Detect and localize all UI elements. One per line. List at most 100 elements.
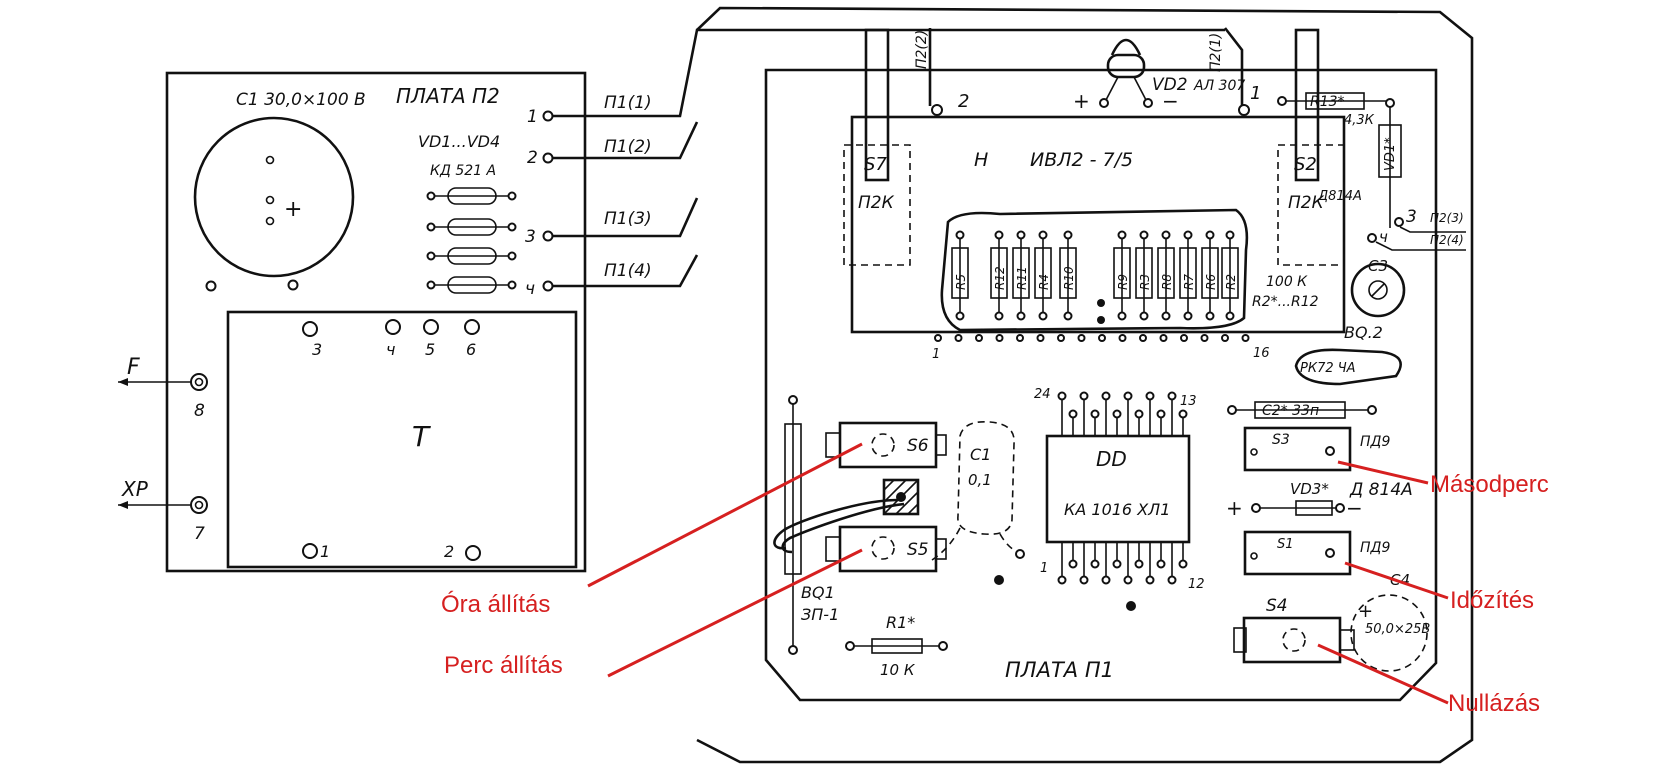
f-label: F: [127, 355, 140, 380]
wire-label-p1-1: П1(1): [604, 93, 652, 113]
conn-1-label: 1: [932, 347, 940, 362]
bq1-type: ЗП-1: [801, 605, 839, 624]
r1-label: R1*: [886, 613, 915, 632]
connector-pin: [1221, 334, 1229, 342]
resistor-label: R12: [993, 266, 1007, 290]
vd1-type: Д814А: [1317, 189, 1362, 204]
c1-p1-label: C1: [970, 445, 991, 464]
connector-pin: [975, 334, 983, 342]
dd-pin: [1178, 409, 1188, 436]
crystal-bq2: РК72 ЧА: [1294, 348, 1402, 386]
resistor-r5: R5: [951, 230, 969, 321]
dd-pin: [1090, 409, 1100, 436]
resistor-r10: R10: [1059, 230, 1077, 321]
connector-pin: [1159, 334, 1168, 342]
c1-p1-value: 0,1: [968, 471, 992, 489]
dd-pin: [1178, 542, 1188, 569]
vd3-plus: +: [1226, 496, 1243, 520]
diode-vd4: [426, 276, 517, 294]
s3-label: S3: [1272, 432, 1290, 448]
wire-label-p2-3: П2(3): [1430, 211, 1464, 225]
s7-label: S7: [864, 154, 887, 175]
board-p2-title: ПЛАТА П2: [396, 84, 500, 108]
wire-label-p2-1: П2(1): [1208, 33, 1224, 72]
resistor-label: R11: [1015, 266, 1029, 290]
diode-vd1-p1: VD1* Д814А: [1317, 107, 1402, 228]
dd-pin: [1123, 391, 1133, 436]
diodes-type: КД 521 А: [430, 163, 496, 179]
dd-pin: [1057, 542, 1067, 585]
button-s3: S3 ПД9: [1243, 426, 1390, 472]
pad-2-label: 2: [958, 91, 969, 112]
res-range: R2*...R12: [1252, 294, 1319, 310]
diode-vd3: [426, 247, 517, 265]
c2-label: C2* 33п: [1262, 403, 1319, 419]
t-pin-4: ч: [386, 340, 395, 359]
dd-pin: [1156, 409, 1166, 436]
capacitor-c1-body: [193, 116, 355, 278]
switch-s2: [1277, 144, 1345, 266]
c3-label: C3: [1368, 257, 1388, 275]
switch-s7: [843, 144, 911, 266]
diodes-label: VD1...VD4: [418, 132, 500, 151]
s1-label: S1: [1277, 537, 1294, 552]
capacitor-c1-p1: C1 0,1: [931, 420, 1025, 561]
s5-label: S5: [907, 540, 929, 560]
xp-label: XP: [121, 477, 149, 501]
vd3-type: Д 814А: [1349, 480, 1413, 500]
c4-plus: +: [1358, 601, 1373, 622]
resistor-r6: R6: [1201, 230, 1219, 321]
connector-pin: [1180, 334, 1188, 342]
annotations: Másodperc Időzítés Nullázás Óra állítás …: [441, 442, 1549, 717]
t-pin-6: 6: [466, 340, 476, 359]
resistor-r8: R8: [1157, 230, 1175, 321]
resistor-label: R3: [1138, 274, 1152, 290]
transformer-label: T: [412, 420, 431, 453]
dd-pins-bottom: [1057, 542, 1188, 585]
s2-type: П2К: [1288, 193, 1325, 213]
r1-value: 10 К: [880, 661, 916, 679]
display-connector-pins: [934, 334, 1250, 342]
dd-pin-13: 13: [1180, 394, 1197, 409]
p2-pin-1-label: 1: [527, 107, 538, 127]
resistor-r3: R3: [1135, 230, 1153, 321]
connector-pin: [995, 334, 1004, 342]
wire-label-p2-2: П2(2): [914, 30, 930, 69]
wire-label-p1-3: П1(3): [604, 209, 652, 229]
resistor-r9: R9: [1113, 230, 1131, 321]
arrow-nullazas: [1317, 643, 1449, 705]
dd-pin: [1156, 542, 1166, 569]
resistor-r7: R7: [1179, 230, 1197, 321]
dd-pin-1: 1: [1040, 561, 1048, 576]
piezo-bq1: BQ1 ЗП-1: [784, 395, 839, 655]
pad-4-label: ч: [1379, 228, 1388, 246]
t-pin-3: 3: [312, 340, 322, 359]
resistor-label: R9: [1116, 274, 1130, 290]
capacitor-c2: C2* 33п: [1227, 401, 1377, 419]
vd3-label: VD3*: [1290, 480, 1329, 498]
connector-pin: [1241, 334, 1250, 342]
diode-vd3-p1: + − VD3* Д 814А: [1226, 480, 1413, 520]
label-ora-allitas: Óra állítás: [441, 591, 550, 618]
s2-shaft: [1294, 28, 1320, 182]
resistor-r2: R2: [1221, 230, 1239, 321]
resistor-label: R6: [1204, 274, 1218, 290]
dd-type: КА 1016 ХЛ1: [1064, 500, 1170, 519]
dd-pin: [1134, 542, 1144, 569]
arrow-perc-allitas: [607, 548, 863, 678]
resistor-label: R5: [954, 274, 968, 290]
t-pin-5: 5: [425, 340, 435, 359]
s7-shaft: [864, 28, 890, 182]
s4-label: S4: [1266, 596, 1288, 616]
pad-3-label: 3: [1406, 207, 1417, 227]
resistor-r13: R13* 4,3К: [1277, 92, 1395, 128]
resistor-label: R4: [1037, 274, 1051, 290]
s6-label: S6: [907, 436, 929, 456]
outer-cable-envelope: [696, 6, 1474, 764]
dd-pin: [1123, 542, 1133, 585]
board-p1-title: ПЛАТА П1: [1005, 658, 1114, 682]
connector-pin: [1118, 334, 1127, 342]
dd-pin: [1068, 409, 1078, 436]
led-plus: +: [1073, 89, 1090, 113]
connector-pin: [1036, 334, 1045, 342]
